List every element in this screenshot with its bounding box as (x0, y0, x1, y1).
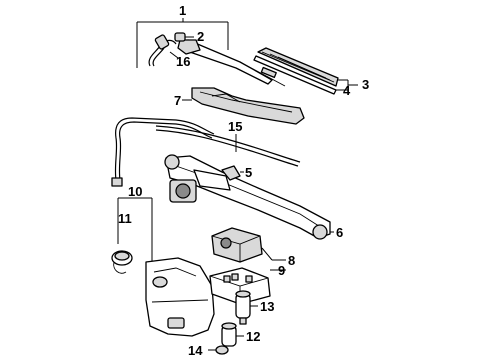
callout-2: 2 (197, 29, 204, 44)
callout-3: 3 (362, 77, 369, 92)
callout-12: 12 (246, 329, 260, 344)
wiper-arm (136, 18, 286, 87)
callout-13: 13 (260, 299, 274, 314)
washer-pump (235, 290, 258, 325)
callout-9: 9 (278, 263, 285, 278)
arm-nut-cap (174, 32, 194, 42)
washer-motor-module (211, 227, 286, 263)
callout-14: 14 (188, 343, 203, 358)
callout-10: 10 (128, 184, 142, 199)
callout-5: 5 (245, 165, 252, 180)
cowl-panel (182, 87, 305, 125)
wiper-arm-cap (221, 165, 244, 181)
washer-reservoir (117, 197, 215, 337)
callout-1: 1 (179, 3, 186, 18)
callout-4: 4 (343, 83, 351, 98)
callout-11: 11 (118, 211, 132, 226)
reservoir-cap (111, 250, 133, 274)
washer-hose (111, 117, 301, 187)
callout-8: 8 (288, 253, 295, 268)
callout-15: 15 (228, 119, 242, 134)
washer-pump-lower (221, 322, 244, 347)
callout-6: 6 (336, 225, 343, 240)
control-module (209, 267, 286, 305)
callout-7: 7 (174, 93, 181, 108)
washer-nozzle-hose (148, 34, 179, 67)
wiper-blade (253, 47, 358, 95)
callout-16: 16 (176, 54, 190, 69)
pump-grommet (208, 345, 229, 355)
